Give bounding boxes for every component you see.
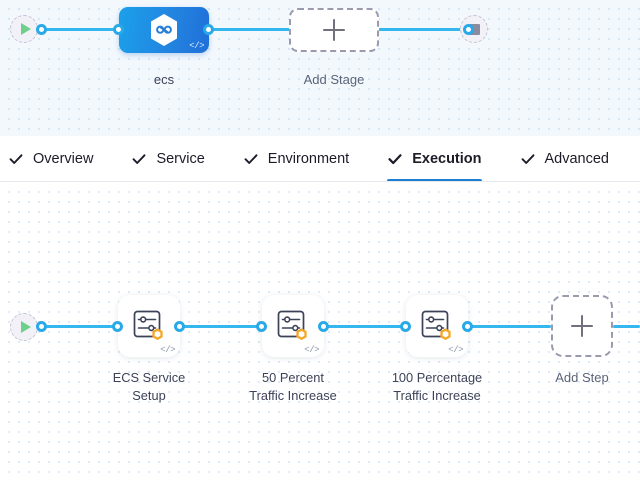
- edge-start-to-step1: [24, 325, 124, 328]
- tab-overview[interactable]: Overview: [8, 136, 107, 181]
- step-node-label: ECS Service Setup: [112, 370, 186, 403]
- add-stage-button[interactable]: [289, 8, 379, 52]
- edge-add-stage-to-stop: [376, 28, 468, 31]
- add-step-label: Add Step: [555, 370, 609, 385]
- edge-addstep-outgoing: [613, 325, 640, 328]
- edge-step1-to-step2: [181, 325, 263, 328]
- pipeline-start-node[interactable]: [10, 15, 38, 43]
- add-stage-label: Add Stage: [303, 72, 365, 87]
- tab-label: Overview: [33, 150, 94, 167]
- stage-node-ecs-label: ecs: [153, 72, 175, 87]
- connector-dot-start-out[interactable]: [36, 24, 47, 35]
- step-node-label: 50 Percent Traffic Increase: [249, 370, 337, 403]
- step-node-50-percent-traffic-increase[interactable]: </>: [262, 295, 324, 357]
- connector-dot-step1-in[interactable]: [112, 321, 123, 332]
- tab-label: Environment: [267, 150, 350, 167]
- stage-canvas[interactable]: </> ecs Add Stage: [0, 0, 640, 136]
- execution-step-canvas[interactable]: </> ECS Service Setup </>: [0, 183, 640, 480]
- check-icon: [520, 151, 536, 167]
- tab-label: Service: [156, 150, 205, 167]
- connector-dot-exec-start-out[interactable]: [36, 321, 47, 332]
- check-icon: [8, 151, 24, 167]
- step-config-icon: [277, 310, 307, 340]
- stop-square-icon: [468, 23, 480, 35]
- tab-label: Advanced: [544, 150, 610, 167]
- code-glyph: </>: [304, 345, 319, 355]
- tab-execution[interactable]: Execution: [387, 136, 495, 181]
- code-glyph: </>: [160, 345, 175, 355]
- step-config-icon: [133, 310, 163, 340]
- edge-step2-to-step3: [325, 325, 407, 328]
- edge-start-to-ecs: [24, 28, 142, 31]
- tab-label: Execution: [412, 150, 482, 167]
- connector-dot-step1-out[interactable]: [174, 321, 185, 332]
- tab-environment[interactable]: Environment: [243, 136, 363, 181]
- code-glyph: </>: [189, 41, 204, 51]
- tab-service[interactable]: Service: [131, 136, 218, 181]
- step-node-label: 100 Percentage Traffic Increase: [391, 370, 483, 403]
- connector-dot-step3-in[interactable]: [400, 321, 411, 332]
- connector-dot-ecs-out[interactable]: [203, 24, 214, 35]
- execution-start-node[interactable]: [10, 313, 38, 341]
- check-icon: [243, 151, 259, 167]
- connector-dot-step2-in[interactable]: [256, 321, 267, 332]
- step-config-icon: [421, 310, 451, 340]
- code-glyph: </>: [448, 345, 463, 355]
- edge-ecs-to-add-stage: [208, 28, 300, 31]
- plus-icon: [323, 19, 345, 41]
- connector-dot-step3-out[interactable]: [462, 321, 473, 332]
- harness-hexagon-icon: [151, 14, 177, 46]
- edge-step3-to-addstep: [469, 325, 551, 328]
- connector-dot-stop-in[interactable]: [463, 24, 474, 35]
- play-icon: [20, 321, 31, 333]
- plus-icon: [571, 315, 593, 337]
- stage-node-ecs[interactable]: </>: [119, 7, 209, 53]
- play-icon: [20, 23, 31, 35]
- add-step-button[interactable]: [551, 295, 613, 357]
- connector-dot-step2-out[interactable]: [318, 321, 329, 332]
- tab-advanced[interactable]: Advanced: [520, 136, 624, 181]
- connector-dot-ecs-in[interactable]: [113, 24, 124, 35]
- step-node-ecs-service-setup[interactable]: </>: [118, 295, 180, 357]
- stage-config-tab-bar: Overview Service Environment Execution A: [0, 136, 640, 182]
- check-icon: [131, 151, 147, 167]
- check-icon: [387, 151, 403, 167]
- step-node-100-percentage-traffic-increase[interactable]: </>: [406, 295, 468, 357]
